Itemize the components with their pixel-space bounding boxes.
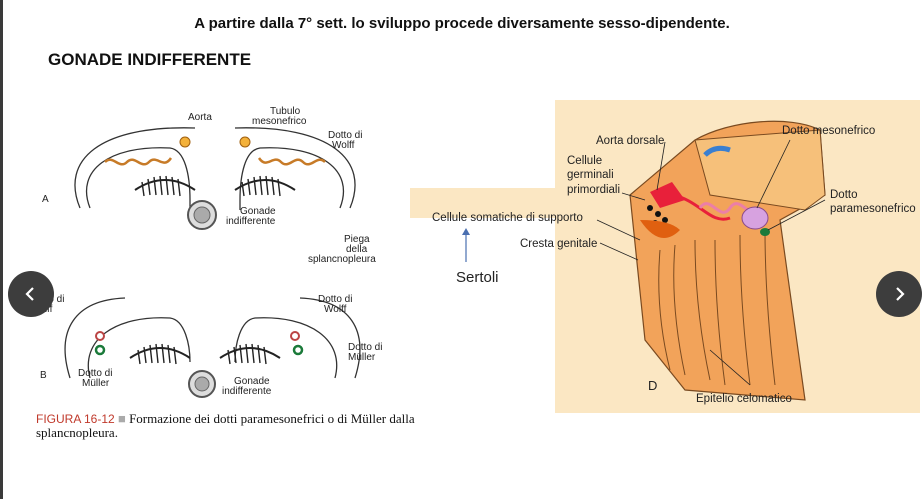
germ-cell-4 — [662, 217, 668, 223]
aorta-left — [179, 136, 191, 148]
neural-tube-top — [703, 145, 731, 157]
label-muller-right-2: Müller — [348, 352, 376, 363]
label-piega-3: splancnopleura — [308, 254, 376, 265]
label-dotto-para-1: Dotto — [830, 189, 858, 201]
caption-separator: ■ — [117, 411, 126, 426]
muller-b-right — [292, 344, 304, 356]
label-wolff-b-right-2: Wolff — [324, 304, 347, 315]
mesonephric-duct — [741, 206, 769, 230]
aorta-right — [239, 136, 251, 148]
label-gonade-b-1: Gonade — [234, 376, 270, 387]
next-slide-button[interactable] — [876, 271, 922, 317]
label-dotto-mesonefrico: Dotto mesonefrico — [782, 125, 875, 137]
row-b-drawing — [64, 297, 361, 379]
label-gonade-b-2: indifferente — [222, 386, 272, 397]
row-a-gonad-folds — [134, 179, 296, 191]
label-muller-left-1: Dotto di — [78, 368, 112, 379]
row-a-mesonephric — [104, 157, 326, 166]
row-a-drawing — [74, 127, 356, 210]
label-piega-1: Piega — [344, 234, 370, 245]
label-cellule-1: Cellule — [567, 155, 602, 167]
prev-slide-button[interactable] — [8, 271, 54, 317]
dorsal-aorta — [650, 182, 685, 208]
label-wolff-a-1: Dotto di — [328, 130, 362, 141]
label-wolff-b-right-1: Dotto di — [318, 294, 352, 305]
label-tubulo-2: mesonefrico — [252, 116, 307, 127]
figure-caption: FIGURA 16-12 ■ Formazione dei dotti para… — [36, 412, 416, 440]
label-cellule-2: germinali — [567, 169, 614, 181]
section-title: GONADE INDIFFERENTE — [48, 50, 252, 69]
chevron-right-icon — [896, 287, 905, 301]
caption-text: Formazione dei dotti paramesonefrici o d… — [36, 411, 415, 440]
label-gonade-a-1: Gonade — [240, 206, 276, 217]
label-aorta-dorsale: Aorta dorsale — [596, 135, 664, 147]
label-wolff-a-2: Wolff — [332, 140, 355, 151]
sertoli-annotation: Sertoli — [456, 269, 499, 286]
label-muller-left-2: Müller — [82, 378, 110, 389]
row-a-letter: A — [42, 194, 49, 205]
label-gonade-a-2: indifferente — [226, 216, 276, 227]
row-a-gonad-lines — [141, 175, 281, 197]
label-aorta: Aorta — [188, 112, 212, 123]
label-cellule-somatiche: Cellule somatiche di supporto — [432, 212, 583, 224]
label-cellule-3: primordiali — [567, 184, 620, 196]
label-piega-2: della — [346, 244, 368, 255]
tissue-folds — [658, 229, 776, 386]
germ-cell-1 — [647, 205, 653, 211]
slide-title: A partire dalla 7° sett. lo sviluppo pro… — [194, 15, 730, 32]
primordial-germ-cell-path — [671, 193, 731, 221]
slide-left-border — [0, 0, 3, 499]
label-muller-right-1: Dotto di — [348, 342, 382, 353]
label-dotto-para-2: paramesonefrico — [830, 203, 916, 215]
label-strip-background — [410, 188, 600, 218]
germ-cell-2 — [655, 211, 661, 217]
label-tubulo-1: Tubulo — [270, 106, 301, 117]
genital-ridge — [640, 220, 680, 238]
left-diagram: A Aorta Tubulo mesonefrico Dotto di Wolf… — [30, 106, 382, 398]
caption-figure-number: FIGURA 16-12 — [36, 412, 115, 426]
chevron-left-icon — [25, 287, 34, 301]
panel-letter-d: D — [648, 378, 657, 393]
row-b-gonad-lines — [129, 343, 281, 365]
wolff-b-left — [95, 331, 105, 341]
sertoli-arrowhead — [462, 228, 470, 235]
label-epitelio: Epitelio celomatico — [696, 393, 792, 405]
wolff-b-right — [290, 331, 300, 341]
paramesonephric-duct — [760, 228, 770, 236]
right-diagram: Aorta dorsale Cellule germinali primordi… — [410, 100, 920, 413]
row-b-letter: B — [40, 370, 47, 381]
leader-lines — [596, 139, 826, 386]
muller-b-left — [94, 344, 106, 356]
label-cresta-genitale: Cresta genitale — [520, 238, 597, 250]
